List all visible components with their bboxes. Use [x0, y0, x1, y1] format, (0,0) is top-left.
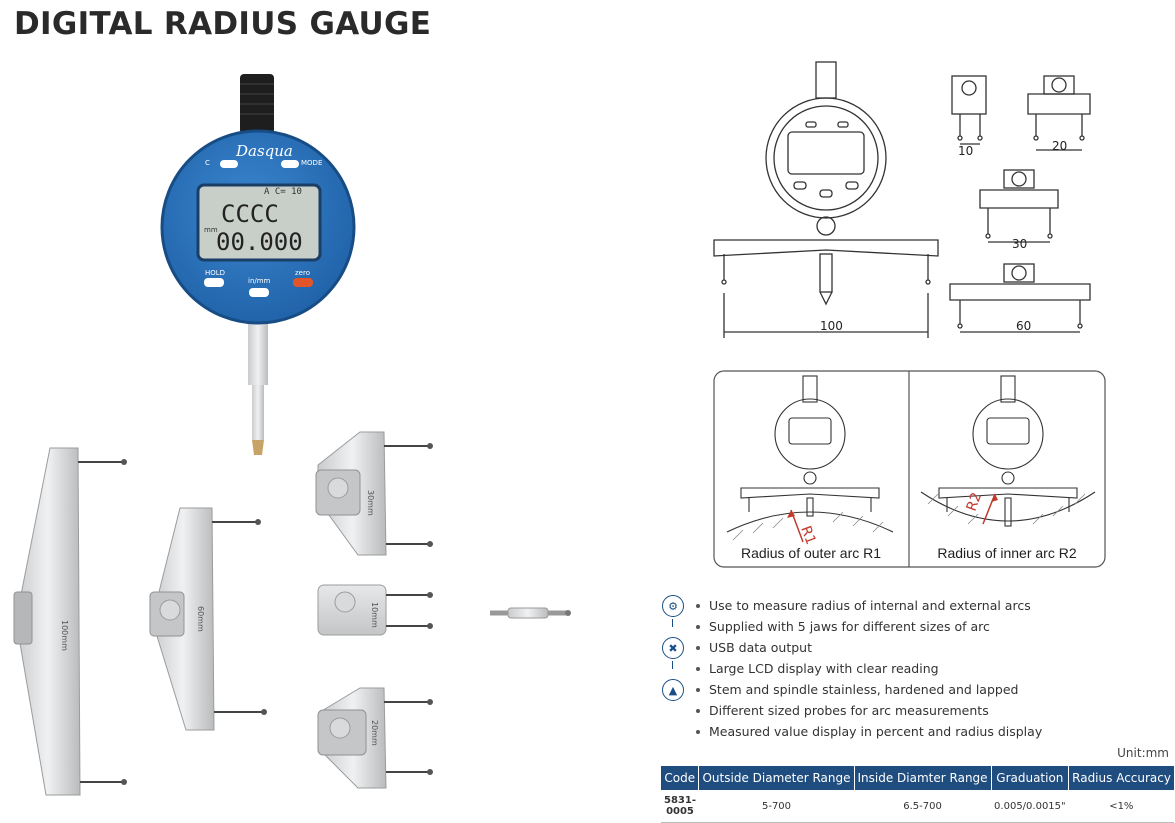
gauge-mode-label: MODE: [301, 159, 322, 167]
tools-icon: ✖: [662, 637, 684, 659]
th-outside: Outside Diameter Range: [698, 766, 855, 790]
dim-30: 30: [1012, 237, 1027, 251]
product-photo: Dasqua C MODE A C= 10 CCCC mm 00.000 HOL…: [13, 74, 571, 796]
feature-item: USB data output: [696, 640, 812, 655]
table-header-row: Code Outside Diameter Range Inside Diamt…: [661, 766, 1174, 790]
cell-accuracy: <1%: [1068, 790, 1174, 823]
features-list: ⚙ ✖ ▲ Use to measure radius of internal …: [660, 594, 1060, 744]
gear-icon: ⚙: [662, 595, 684, 617]
dim-60: 60: [1016, 319, 1031, 333]
usage-diagram: R1 R2 Radius of outer arc R1 Radius of i…: [713, 370, 1106, 568]
feature-item: Use to measure radius of internal and ex…: [696, 598, 1031, 613]
lcd-top-text: A C= 10: [264, 187, 302, 197]
jaw-30-label: 30mm: [366, 490, 375, 516]
jaw-10-label: 10mm: [370, 602, 379, 628]
dim-10: 10: [958, 144, 973, 158]
gauge-hold-label: HOLD: [205, 269, 225, 277]
jaw-20-label: 20mm: [370, 720, 379, 746]
jaw-100-label: 100mm: [60, 620, 69, 651]
table-row: 5831-0005 5-700 6.5-700 0.005/0.0015" <1…: [661, 790, 1174, 823]
feature-item: Measured value display in percent and ra…: [696, 724, 1042, 739]
brand-logo: Dasqua: [235, 142, 293, 160]
inner-arc-caption: Radius of inner arc R2: [937, 545, 1077, 561]
th-code: Code: [661, 766, 700, 790]
cell-graduation: 0.005/0.0015": [991, 790, 1069, 823]
lcd-reading: 00.000: [216, 228, 303, 256]
dim-20: 20: [1052, 139, 1067, 153]
gauge-zero-label: zero: [295, 269, 310, 277]
th-graduation: Graduation: [991, 766, 1070, 790]
technical-drawing: 100 10 20 30 60: [713, 61, 1091, 338]
r2-label: R2: [964, 490, 985, 513]
lcd-unit-text: mm: [204, 226, 218, 234]
dim-100: 100: [820, 319, 843, 333]
page-title: DIGITAL RADIUS GAUGE: [14, 6, 432, 42]
spec-table: Code Outside Diameter Range Inside Diamt…: [661, 766, 1174, 823]
feature-item: Stem and spindle stainless, hardened and…: [696, 682, 1018, 697]
gauge-c-label: C: [205, 159, 210, 167]
trophy-icon: ▲: [662, 679, 684, 701]
feature-item: Large LCD display with clear reading: [696, 661, 939, 676]
feature-item: Supplied with 5 jaws for different sizes…: [696, 619, 990, 634]
connector-line: [672, 619, 673, 627]
cell-inside: 6.5-700: [854, 790, 992, 823]
th-accuracy: Radius Accuracy: [1068, 766, 1174, 790]
jaw-60-label: 60mm: [196, 606, 205, 632]
th-inside: Inside Diamter Range: [854, 766, 992, 790]
gauge-inmm-label: in/mm: [248, 277, 271, 285]
unit-label: Unit:mm: [1117, 746, 1169, 760]
r1-label: R1: [797, 524, 818, 547]
outer-arc-caption: Radius of outer arc R1: [741, 545, 881, 561]
connector-line: [672, 661, 673, 669]
lcd-mid-text: CCCC: [221, 200, 279, 228]
feature-item: Different sized probes for arc measureme…: [696, 703, 989, 718]
spare-probe: [490, 607, 571, 619]
